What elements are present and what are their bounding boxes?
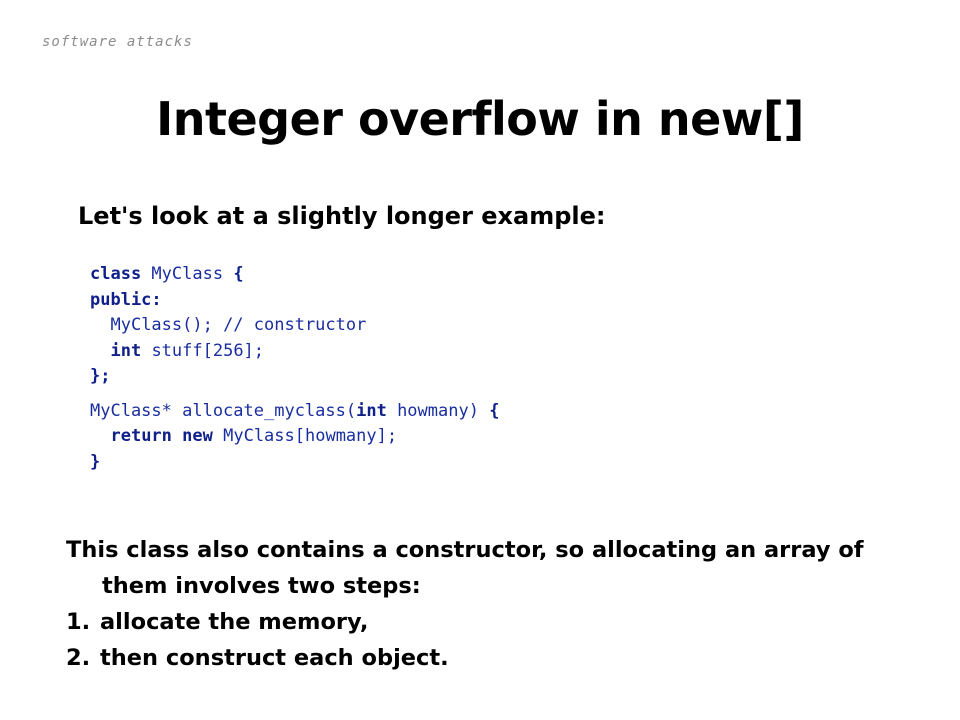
section-header: Software Attacks <box>42 34 193 50</box>
intro-text: Let's look at a slightly longer example: <box>78 202 606 230</box>
code-text: MyClass(); // constructor <box>110 315 367 335</box>
list-item: 1. allocate the memory, <box>66 604 916 640</box>
code-keyword: { <box>489 400 500 421</box>
code-keyword: int <box>356 400 387 421</box>
list-text: allocate the memory, <box>100 609 369 635</box>
code-gap <box>90 390 499 399</box>
code-keyword: { <box>233 264 244 284</box>
code-keyword: int <box>110 340 142 361</box>
explanation-paragraph: This class also contains a constructor, … <box>66 537 864 599</box>
code-line-2: public: <box>90 288 499 314</box>
list-item: 2. then construct each object. <box>66 640 916 676</box>
code-line-8: } <box>90 450 499 476</box>
code-line-6: MyClass* allocate_myclass(int howmany) { <box>90 399 499 425</box>
code-keyword: return <box>110 426 172 446</box>
code-indent <box>90 341 110 361</box>
code-text: MyClass* allocate_myclass( <box>90 400 357 421</box>
code-indent <box>90 426 110 446</box>
list-number: 2. <box>66 645 91 671</box>
code-line-3: MyClass(); // constructor <box>90 313 499 339</box>
body-text: This class also contains a constructor, … <box>66 532 916 676</box>
code-line-4: int stuff[256]; <box>90 339 499 365</box>
list-text: then construct each object. <box>100 645 449 671</box>
code-indent <box>90 315 110 335</box>
code-line-7: return new MyClass[howmany]; <box>90 424 499 450</box>
code-keyword: class <box>90 264 142 284</box>
code-text: stuff[256]; <box>141 340 265 361</box>
code-text: MyClass[howmany]; <box>212 426 398 446</box>
slide-title: Integer overflow in new[] <box>156 92 804 146</box>
code-keyword: public: <box>90 289 162 310</box>
list-number: 1. <box>66 609 91 635</box>
code-block: class MyClass { public: MyClass(); // co… <box>90 262 499 475</box>
code-space <box>172 426 182 446</box>
code-line-1: class MyClass { <box>90 262 499 288</box>
code-text: MyClass <box>141 264 234 284</box>
code-keyword: } <box>90 451 101 472</box>
code-line-5: }; <box>90 364 499 390</box>
code-text: howmany) <box>386 400 490 421</box>
code-keyword: }; <box>90 366 111 386</box>
code-keyword: new <box>182 426 213 446</box>
